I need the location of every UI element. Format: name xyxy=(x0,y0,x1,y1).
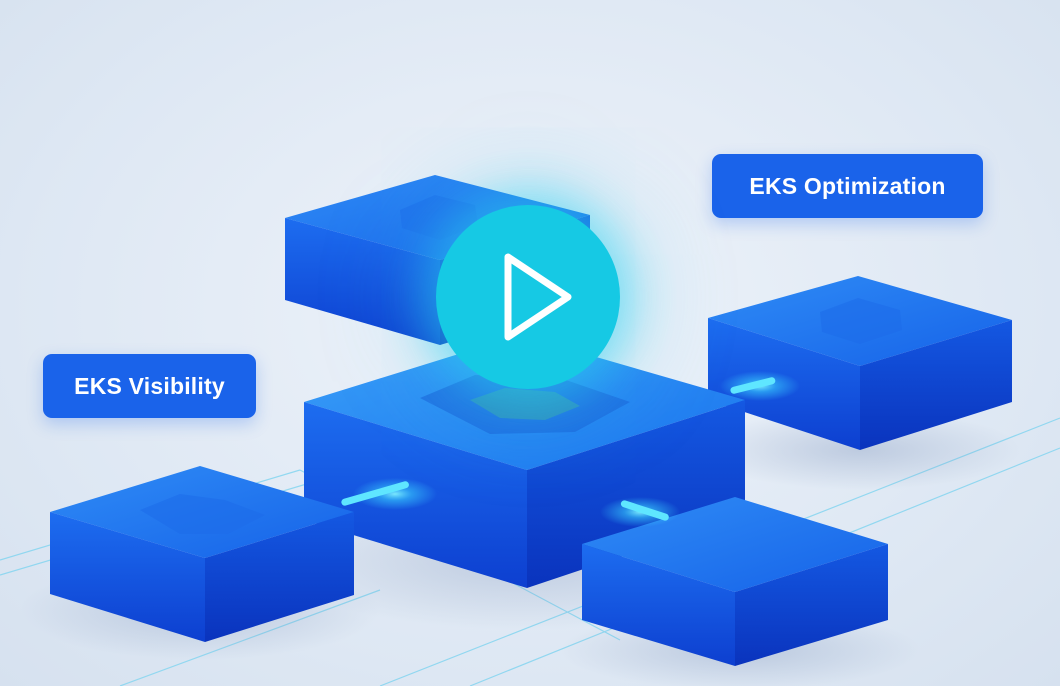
hexagon-emblem-inner xyxy=(470,388,580,420)
connectors xyxy=(341,371,800,527)
hexagon-emblem xyxy=(140,494,265,534)
connector-beam xyxy=(341,481,409,506)
block-left-face xyxy=(50,512,205,642)
play-video-button[interactable] xyxy=(436,205,620,389)
eks-visibility-label: EKS Visibility xyxy=(43,354,256,418)
connector-glow xyxy=(353,478,437,510)
connector-beam xyxy=(620,500,669,521)
eks-optimization-label: EKS Optimization xyxy=(712,154,983,218)
block-left xyxy=(50,466,354,642)
hexagon-emblem xyxy=(820,298,902,344)
block-right-face xyxy=(527,400,745,588)
block-left-face xyxy=(582,544,735,666)
block-right-face xyxy=(205,512,354,642)
block-right-face xyxy=(860,320,1012,450)
hexagon-emblem xyxy=(400,195,478,240)
connector-beam xyxy=(730,377,776,394)
block-right-face xyxy=(735,544,888,666)
block-left-face xyxy=(285,218,440,345)
play-icon xyxy=(504,253,572,341)
